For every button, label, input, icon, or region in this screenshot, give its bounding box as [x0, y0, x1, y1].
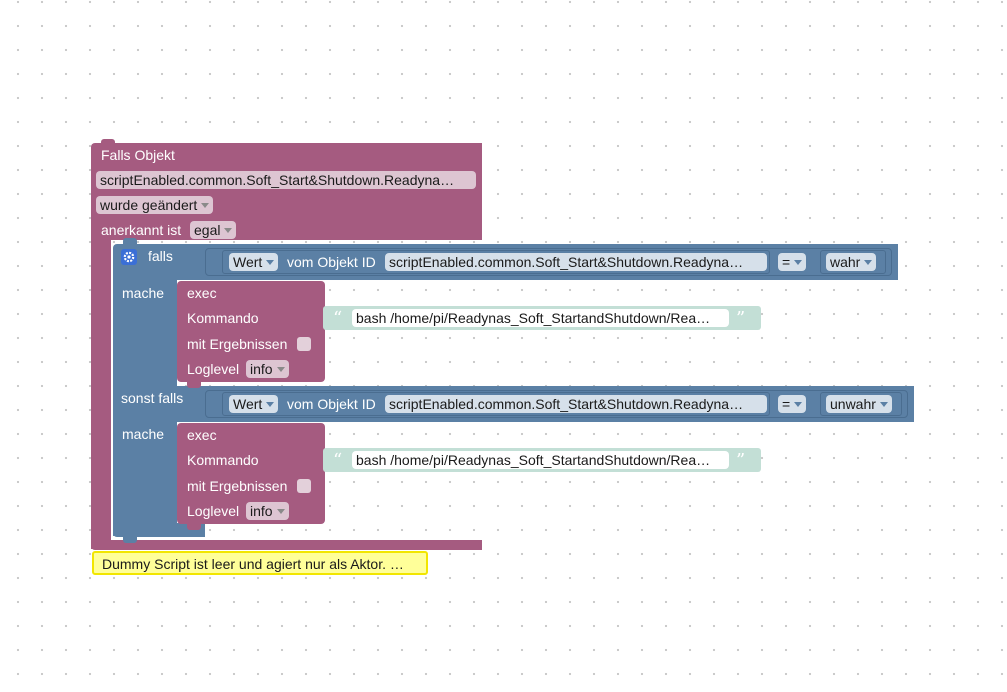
loglevel-value-2: info: [250, 503, 273, 519]
loglevel-label-1: Loglevel: [187, 361, 240, 377]
trigger-block-spine: [91, 240, 111, 549]
chevron-down-icon: [794, 259, 803, 265]
exec-title-2: exec: [187, 427, 217, 443]
bool-value-2: unwahr: [830, 396, 876, 412]
chevron-down-icon: [201, 202, 210, 208]
wert-dropdown-1[interactable]: Wert: [229, 253, 279, 271]
trigger-hat-notch: [101, 139, 115, 145]
exec-title-1: exec: [187, 285, 217, 301]
ack-label: anerkannt ist: [101, 222, 182, 238]
command-input-2[interactable]: bash /home/pi/Readynas_Soft_StartandShut…: [352, 451, 729, 469]
trigger-object-id: scriptEnabled.common.Soft_Start&Shutdown…: [100, 172, 455, 188]
exec-1-bottom-notch: [187, 382, 201, 388]
command-label-2: Kommando: [187, 452, 259, 468]
operator-dropdown-1[interactable]: =: [778, 253, 807, 271]
comment-text: Dummy Script ist leer und agiert nur als…: [102, 556, 404, 572]
bool-dropdown-1[interactable]: wahr: [826, 253, 877, 271]
loglevel-label-2: Loglevel: [187, 503, 240, 519]
ack-value: egal: [194, 222, 221, 238]
do2-label: mache: [122, 426, 165, 442]
exec-2-bottom-notch: [187, 524, 201, 530]
command-label-1: Kommando: [187, 310, 259, 326]
operator-value-2: =: [782, 396, 791, 412]
if-bottom-notch: [123, 537, 137, 543]
chevron-down-icon: [794, 401, 803, 407]
trigger-block-footer: [91, 540, 482, 550]
trigger-block-header[interactable]: [91, 143, 482, 240]
open-quote-icon: “: [333, 308, 343, 329]
loglevel-dropdown-2[interactable]: info: [246, 502, 289, 520]
gear-icon[interactable]: [121, 249, 137, 265]
open-quote-icon: “: [333, 450, 343, 471]
if-block-footer: [113, 523, 205, 537]
chevron-down-icon: [879, 401, 888, 407]
loglevel-value-1: info: [250, 361, 273, 377]
trigger-condition-dropdown[interactable]: wurde geändert: [96, 196, 214, 214]
do-label: mache: [122, 285, 165, 301]
loglevel-dropdown-1[interactable]: info: [246, 360, 289, 378]
object-id-field-1[interactable]: scriptEnabled.common.Soft_Start&Shutdown…: [385, 253, 767, 271]
results-label-1: mit Ergebnissen: [187, 336, 288, 352]
bool-dropdown-2[interactable]: unwahr: [826, 395, 892, 413]
comment-block[interactable]: Dummy Script ist leer und agiert nur als…: [92, 551, 428, 575]
results-label-2: mit Ergebnissen: [187, 478, 288, 494]
results-checkbox-1[interactable]: [297, 337, 311, 351]
chevron-down-icon: [864, 259, 873, 265]
chevron-down-icon: [266, 401, 275, 407]
trigger-title: Falls Objekt: [101, 147, 175, 163]
trigger-condition-value: wurde geändert: [100, 197, 198, 213]
command-value-2: bash /home/pi/Readynas_Soft_StartandShut…: [356, 452, 711, 468]
wert-dropdown-2[interactable]: Wert: [229, 395, 279, 413]
bool-value-1: wahr: [830, 254, 861, 270]
ack-dropdown[interactable]: egal: [190, 221, 237, 239]
command-input-1[interactable]: bash /home/pi/Readynas_Soft_StartandShut…: [352, 309, 729, 327]
if-top-notch: [123, 238, 137, 244]
chevron-down-icon: [276, 366, 285, 372]
object-id-1: scriptEnabled.common.Soft_Start&Shutdown…: [389, 254, 744, 270]
command-value-1: bash /home/pi/Readynas_Soft_StartandShut…: [356, 310, 711, 326]
vom-objekt-label-1: vom Objekt ID: [287, 254, 376, 270]
if-label: falls: [148, 248, 173, 264]
close-quote-icon: ”: [736, 308, 746, 329]
operator-dropdown-2[interactable]: =: [778, 395, 807, 413]
chevron-down-icon: [266, 259, 275, 265]
close-quote-icon: ”: [736, 450, 746, 471]
trigger-object-id-field[interactable]: scriptEnabled.common.Soft_Start&Shutdown…: [96, 171, 476, 189]
vom-objekt-label-2: vom Objekt ID: [287, 396, 376, 412]
chevron-down-icon: [276, 508, 285, 514]
object-id-2: scriptEnabled.common.Soft_Start&Shutdown…: [389, 396, 744, 412]
chevron-down-icon: [224, 227, 233, 233]
results-checkbox-2[interactable]: [297, 479, 311, 493]
wert-value-1: Wert: [233, 254, 263, 270]
operator-value-1: =: [782, 254, 791, 270]
else-if-label: sonst falls: [121, 390, 184, 406]
object-id-field-2[interactable]: scriptEnabled.common.Soft_Start&Shutdown…: [385, 395, 767, 413]
wert-value-2: Wert: [233, 396, 263, 412]
